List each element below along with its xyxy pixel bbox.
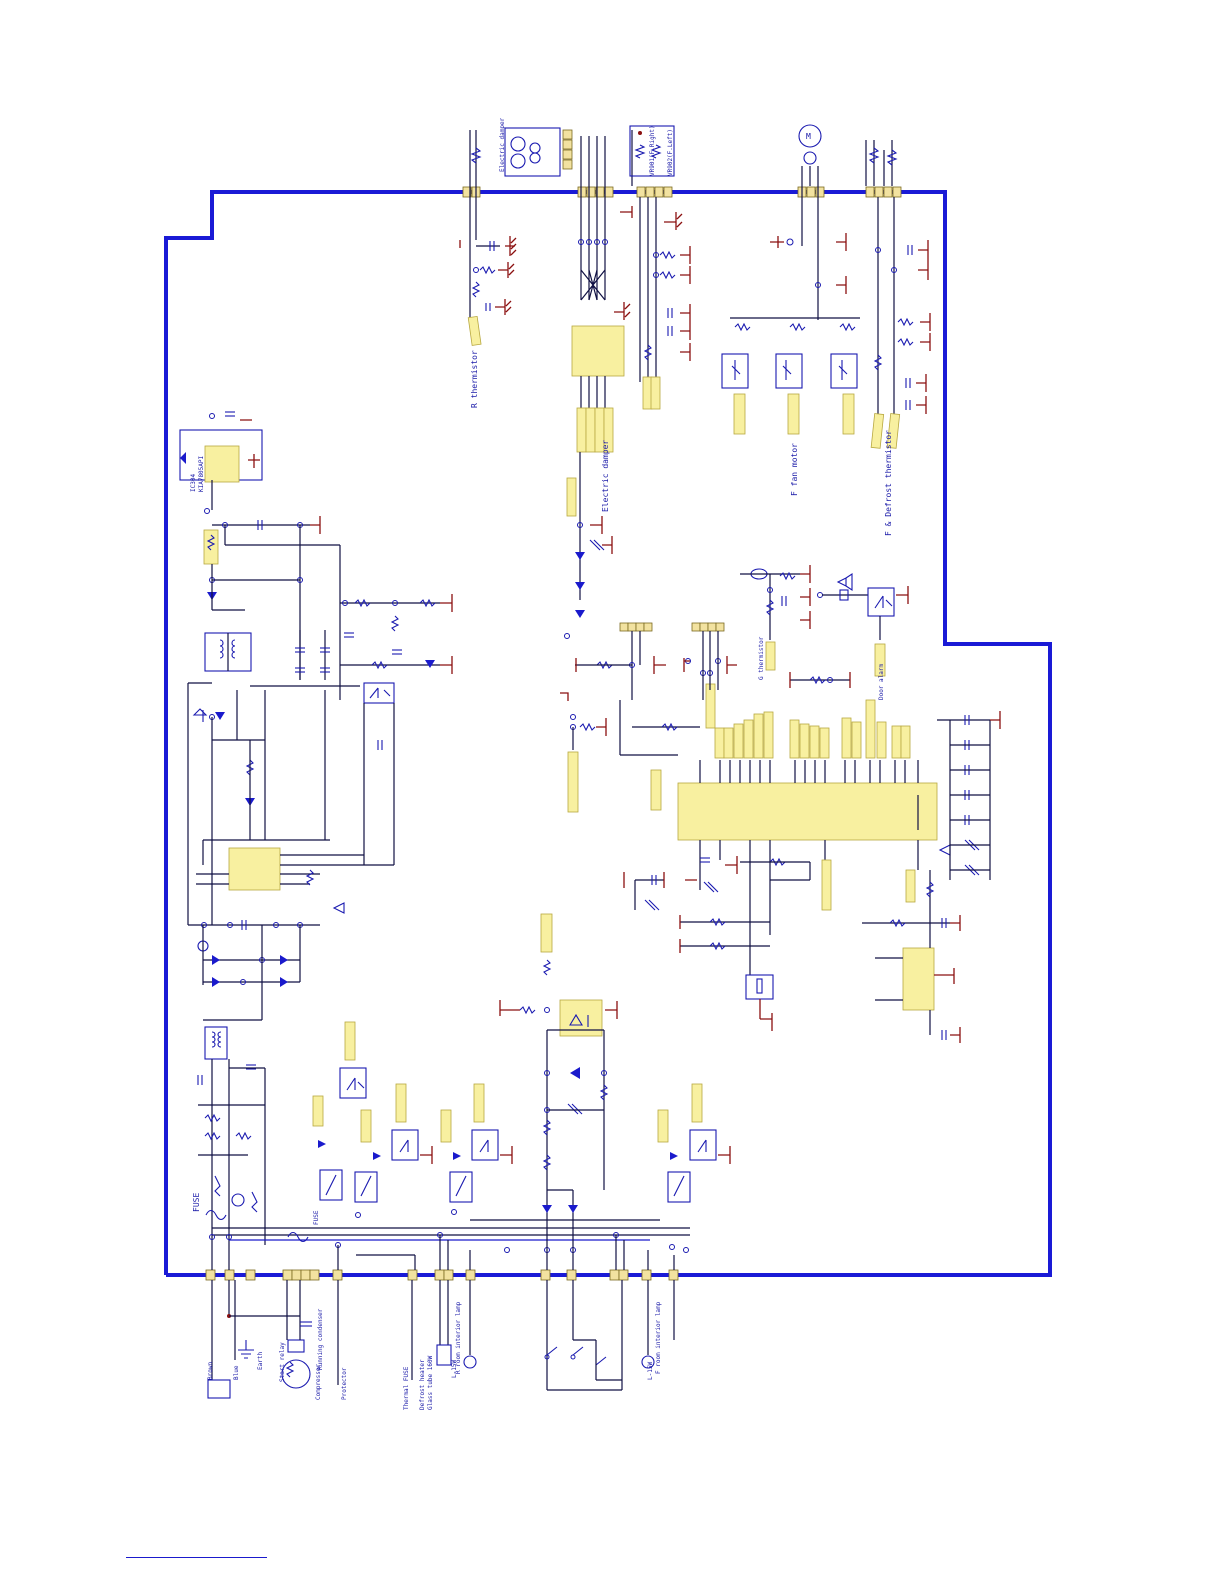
start-relay-label: Start relay	[279, 1342, 286, 1382]
glass-tube-label: Glass tube 160W	[427, 1355, 434, 1410]
compressor-label: Compressor	[315, 1363, 322, 1400]
brown-wire-label: Brown	[207, 1362, 214, 1380]
g-thermistor-label: G thermistor	[758, 636, 765, 680]
electric-damper-bottom-label: Electric damper	[601, 440, 610, 512]
door-alarm-circuit: Door alarm	[789, 572, 909, 700]
f-defrost-thermistor-circuit: F & Defrost thermistor	[865, 140, 931, 536]
decoupling-capacitor-bank	[937, 711, 1001, 880]
thermal-fuse-label: Thermal FUSE	[403, 1366, 410, 1410]
electric-damper-top-label: Electric damper	[499, 117, 506, 172]
electric-damper-circuit: Electric damper Electric damper	[499, 117, 631, 512]
external-wiring: Earth Brown Blue Start relay Running con…	[207, 1280, 675, 1410]
running-condenser-label: Running condenser	[317, 1308, 324, 1370]
footer-rule	[126, 1557, 267, 1558]
ac-bus: FUSE	[209, 1190, 690, 1270]
switch-input-circuits	[560, 452, 737, 813]
lamp-r-rating-label: L-15W	[451, 1360, 458, 1378]
top-connectors	[462, 186, 902, 198]
fuse-main-label: FUSE	[192, 1193, 201, 1212]
microcontroller	[623, 683, 961, 1043]
f-room-lamp-label: F room interior lamp	[655, 1301, 662, 1374]
r-thermistor-circuit: R thermistor	[459, 130, 517, 408]
protector-label: Protector	[341, 1367, 348, 1400]
fan-motor-m-label: M	[806, 132, 811, 141]
r-room-lamp-label: R room interior lamp	[455, 1301, 462, 1374]
pcb-board-outline	[164, 190, 1052, 1277]
blue-wire-label: Blue	[233, 1365, 240, 1380]
f-fan-motor-label: F fan motor	[790, 443, 799, 496]
ic304-regulator: IC304 KIA7805API	[179, 411, 263, 514]
ic-name-label: IC304	[190, 474, 197, 492]
vr-trimmers: VR901(F.Right) VR902(F.Left)	[620, 125, 691, 410]
defrost-heater-label: Defrost heater	[419, 1359, 426, 1410]
f-defrost-thermistor-label: F & Defrost thermistor	[884, 430, 893, 536]
relay-driver-circuits	[312, 1021, 731, 1221]
zero-cross-circuit	[499, 913, 618, 1213]
earth-label: Earth	[257, 1352, 264, 1370]
g-thermistor-circuit: G thermistor	[740, 565, 811, 680]
vr-right-label: VR901(F.Right)	[649, 125, 656, 176]
vr-left-label: VR902(F.Left)	[667, 129, 674, 176]
f-fan-motor-circuit: M F fan motor	[721, 124, 860, 496]
lamp-f-rating-label: L-15W	[647, 1362, 654, 1380]
door-alarm-label: Door alarm	[878, 663, 885, 700]
power-supply-circuit: FUSE	[187, 516, 453, 1270]
fuse-small-label: FUSE	[313, 1210, 320, 1225]
ic-part-label: KIA7805API	[198, 455, 205, 492]
bottom-connectors	[205, 1269, 679, 1281]
r-thermistor-label: R thermistor	[470, 350, 479, 408]
